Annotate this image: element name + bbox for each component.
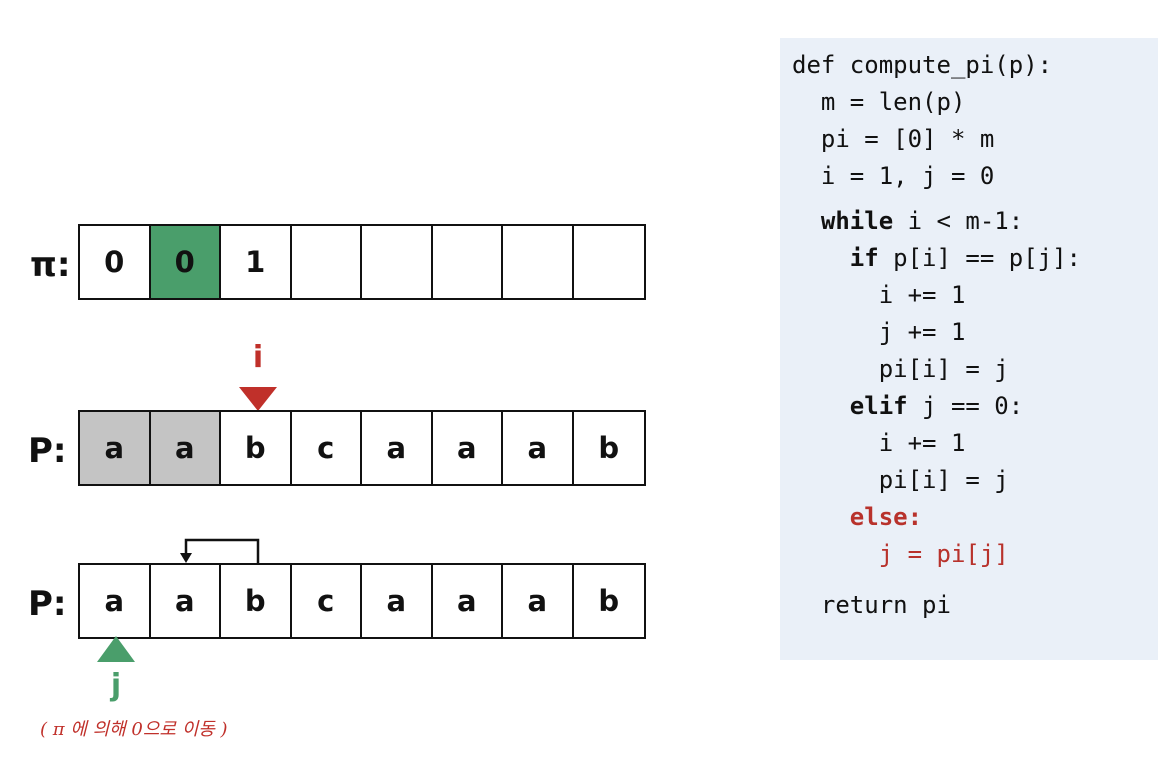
code-keyword: while <box>820 207 894 235</box>
code-line: pi[i] = j <box>792 351 1158 388</box>
p-bottom-cell-4: a <box>362 565 433 637</box>
code-line: pi = [0] * m <box>792 121 1158 158</box>
code-text: pi[i] = j <box>792 466 1009 494</box>
p-top-cell-3: c <box>292 412 362 484</box>
code-text: j = pi[j] <box>792 540 1009 568</box>
code-line: def compute_pi(p): <box>792 47 1158 84</box>
code-text: p[i] == p[j]: <box>878 244 1081 272</box>
p-bottom-cell-2: b <box>221 565 292 637</box>
code-line: return pi <box>792 587 1158 624</box>
pi-cell-2: 1 <box>221 226 292 298</box>
p-top-cell-0: a <box>80 412 151 484</box>
code-line: else: <box>792 499 1158 536</box>
code-text: i += 1 <box>792 429 966 457</box>
code-line: i = 1, j = 0 <box>792 158 1158 195</box>
code-keyword: if <box>849 244 879 272</box>
code-line: while i < m-1: <box>792 203 1158 240</box>
p-top-cell-7: b <box>598 431 620 465</box>
jump-arrow <box>180 538 260 563</box>
code-line: j += 1 <box>792 314 1158 351</box>
code-keyword: elif <box>849 392 908 420</box>
code-keyword: else: <box>849 503 923 531</box>
pi-cell-7 <box>574 226 644 298</box>
code-line: m = len(p) <box>792 84 1158 121</box>
i-pointer-label: i <box>252 340 264 375</box>
p-bottom-cell-3: c <box>292 565 362 637</box>
pi-row-label: π: <box>30 245 71 285</box>
i-pointer-arrow <box>239 387 277 411</box>
code-text: return pi <box>792 591 951 619</box>
handwritten-note: ( π 에 의해 0으로 이동 ) <box>40 719 228 740</box>
p-top-cell-2: b <box>221 412 292 484</box>
p-top-cell-1: a <box>150 412 221 484</box>
code-line: elif j == 0: <box>792 388 1158 425</box>
p-top-cell-4: a <box>362 412 433 484</box>
code-text: pi = [0] * m <box>792 125 995 153</box>
code-text: m = len(p) <box>792 88 966 116</box>
p-bottom-cell-6: a <box>503 565 574 637</box>
pi-cell-6 <box>503 226 574 298</box>
pi-cell-4 <box>362 226 433 298</box>
p-bottom-cell-7: b <box>598 584 620 618</box>
j-pointer-arrow <box>97 636 135 662</box>
p-row-top-label: P: <box>28 431 67 471</box>
code-text: i += 1 <box>792 281 966 309</box>
p-bottom-cell-0: a <box>80 565 151 637</box>
j-pointer-label: j <box>110 668 122 703</box>
pi-cell-3 <box>292 226 362 298</box>
code-line: if p[i] == p[j]: <box>792 240 1158 277</box>
code-text: i < m-1: <box>893 207 1024 235</box>
p-bottom-cell-5: a <box>433 565 503 637</box>
p-row-bottom-label: P: <box>28 584 67 624</box>
code-line: i += 1 <box>792 425 1158 462</box>
code-text: def compute_pi(p): <box>792 51 1053 79</box>
code-text: i = 1, j = 0 <box>792 162 995 190</box>
code-line: i += 1 <box>792 277 1158 314</box>
p-top-cell-5: a <box>433 412 503 484</box>
code-line: pi[i] = j <box>792 462 1158 499</box>
pi-cell-1: 0 <box>150 226 221 298</box>
pi-cell-5 <box>433 226 503 298</box>
code-text: j += 1 <box>792 318 966 346</box>
p-bottom-cell-1: a <box>151 565 221 637</box>
pi-cell-0: 0 <box>80 226 151 298</box>
code-text: j == 0: <box>907 392 1024 420</box>
code-line: j = pi[j] <box>792 536 1158 573</box>
code-panel: def compute_pi(p): m = len(p) pi = [0] *… <box>780 38 1158 660</box>
code-text: pi[i] = j <box>792 355 1009 383</box>
p-top-cell-6: a <box>503 412 574 484</box>
